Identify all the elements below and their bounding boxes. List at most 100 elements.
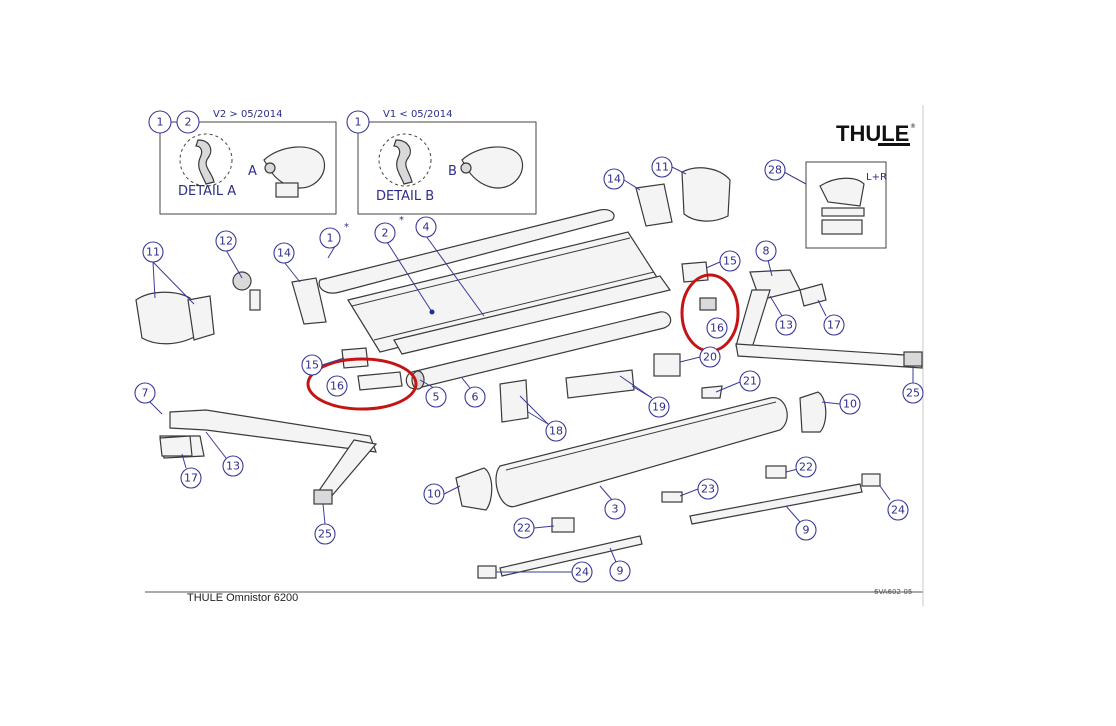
- svg-text:9: 9: [803, 524, 810, 537]
- callout-labels: 11 12 14 1 * 2 * 4 14 11 28 8 15 16 13 1…: [134, 156, 924, 583]
- callout-9-left: [609, 560, 631, 582]
- svg-text:4: 4: [423, 221, 430, 234]
- callout-9-right: [795, 519, 817, 541]
- callout-17-left: [180, 467, 202, 489]
- svg-text:11: 11: [146, 246, 160, 259]
- callout-22-left: [513, 517, 535, 539]
- svg-text:22: 22: [799, 461, 813, 474]
- callout-12: [215, 230, 237, 252]
- highlight-part-16-left: [306, 357, 418, 411]
- svg-text:22: 22: [517, 522, 531, 535]
- callout-18: [545, 420, 567, 442]
- callout-21: [739, 370, 761, 392]
- detail-b-label: DETAIL B: [376, 189, 434, 204]
- callout-10-left: [423, 483, 445, 505]
- callout-24-right: [887, 499, 909, 521]
- svg-text:17: 17: [827, 319, 841, 332]
- svg-text:11: 11: [655, 161, 669, 174]
- callout-1: [319, 227, 341, 249]
- svg-text:7: 7: [142, 387, 149, 400]
- callout-20: [699, 346, 721, 368]
- callout-15-right: [719, 250, 741, 272]
- svg-text:5: 5: [433, 391, 440, 404]
- svg-text:1: 1: [157, 116, 164, 129]
- footer-code: 6VA602-05: [874, 588, 912, 596]
- svg-text:8: 8: [763, 245, 770, 258]
- callout-7: [134, 382, 156, 404]
- lr-kit-panel: L+R: [805, 161, 887, 249]
- svg-text:10: 10: [843, 398, 857, 411]
- lr-label: L+R: [866, 172, 887, 183]
- callout-17-right: [823, 314, 845, 336]
- svg-text:25: 25: [906, 387, 920, 400]
- callout-10-right: [839, 393, 861, 415]
- diagram-footer: THULE Omnistor 6200 6VA602-05: [187, 588, 912, 604]
- parts-drawing: [135, 167, 923, 579]
- svg-text:10: 10: [427, 488, 441, 501]
- callout-8: [755, 240, 777, 262]
- svg-text:1: 1: [327, 232, 334, 245]
- callout-13-right: [775, 314, 797, 336]
- brand-name: THULE: [836, 121, 909, 146]
- callout-14-left: [273, 242, 295, 264]
- detail-a-letter: A: [248, 164, 257, 179]
- svg-text:*: *: [344, 222, 349, 233]
- svg-text:23: 23: [701, 483, 715, 496]
- svg-text:3: 3: [612, 503, 619, 516]
- callout-3: [604, 498, 626, 520]
- svg-text:21: 21: [743, 375, 757, 388]
- svg-text:16: 16: [710, 322, 724, 335]
- detail-a-panel: 1 2 V2 > 05/2014 DETAIL A A: [148, 109, 337, 215]
- drawing-frame: [145, 105, 924, 606]
- callout-11-right: [651, 156, 673, 178]
- svg-text:19: 19: [652, 401, 666, 414]
- detail-b-letter: B: [448, 164, 457, 179]
- callout-24-left: [571, 561, 593, 583]
- detail-a-label: DETAIL A: [178, 184, 236, 199]
- callout-22-right: [795, 456, 817, 478]
- svg-text:24: 24: [891, 504, 905, 517]
- brand-registered: ®: [910, 123, 916, 130]
- brand-logo: THULE ®: [836, 121, 916, 146]
- detail-a-marker-1: [148, 110, 172, 134]
- svg-text:13: 13: [779, 319, 793, 332]
- svg-text:14: 14: [277, 247, 291, 260]
- svg-text:15: 15: [305, 359, 319, 372]
- svg-text:6: 6: [472, 391, 479, 404]
- svg-text:18: 18: [549, 425, 563, 438]
- detail-b-panel: 1 V1 < 05/2014 DETAIL B B: [346, 109, 537, 215]
- callout-15-left: [301, 354, 323, 376]
- callout-28: [764, 159, 786, 181]
- svg-text:25: 25: [318, 528, 332, 541]
- callout-6: [464, 386, 486, 408]
- svg-text:17: 17: [184, 472, 198, 485]
- svg-text:*: *: [399, 215, 404, 226]
- detail-a-marker-2: [176, 110, 200, 134]
- callout-16-left: [326, 375, 348, 397]
- callout-4: [415, 216, 437, 238]
- svg-text:20: 20: [703, 351, 717, 364]
- svg-text:12: 12: [219, 235, 233, 248]
- callout-19: [648, 396, 670, 418]
- svg-text:28: 28: [768, 164, 782, 177]
- svg-text:15: 15: [723, 255, 737, 268]
- detail-b-marker-1: [346, 110, 370, 134]
- svg-text:2: 2: [185, 116, 192, 129]
- detail-b-version: V1 < 05/2014: [383, 109, 452, 120]
- svg-text:14: 14: [607, 173, 621, 186]
- callout-23: [697, 478, 719, 500]
- footer-title: THULE Omnistor 6200: [187, 592, 298, 604]
- callout-16-right: [706, 317, 728, 339]
- highlight-part-16-right: [680, 273, 740, 353]
- svg-text:2: 2: [382, 227, 389, 240]
- svg-text:9: 9: [617, 565, 624, 578]
- callout-2: [374, 222, 396, 244]
- callout-25-right: [902, 382, 924, 404]
- callout-25-left: [314, 523, 336, 545]
- callout-14-right: [603, 168, 625, 190]
- svg-text:13: 13: [226, 460, 240, 473]
- svg-text:1: 1: [355, 116, 362, 129]
- svg-text:16: 16: [330, 380, 344, 393]
- detail-a-version: V2 > 05/2014: [213, 109, 282, 120]
